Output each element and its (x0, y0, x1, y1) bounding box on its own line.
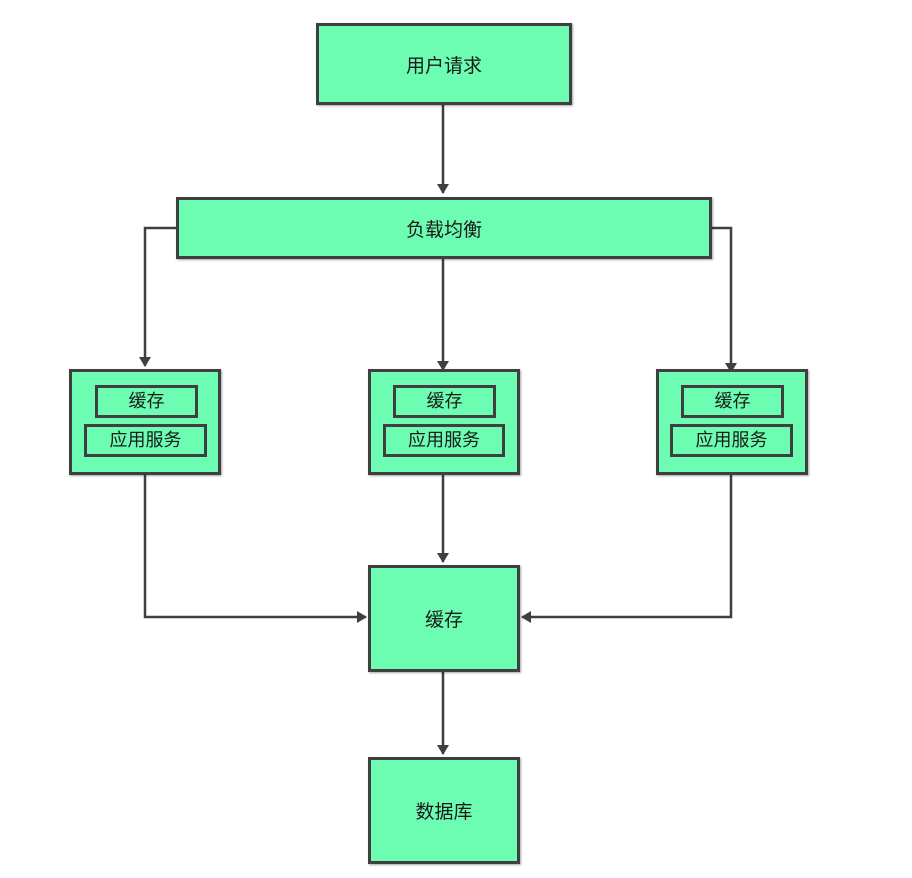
server-app-label: 应用服务 (408, 429, 480, 451)
arrow-server-left-to-cache (143, 475, 367, 623)
server-app-label: 应用服务 (695, 429, 768, 451)
arrow-balancer-to-server-left (139, 226, 176, 367)
server-app-box: 应用服务 (383, 424, 505, 457)
server-cache-label: 缓存 (714, 390, 751, 412)
load-balancer-node: 负载均衡 (176, 197, 712, 259)
server-app-box: 应用服务 (670, 424, 793, 457)
database-label: 数据库 (415, 801, 473, 823)
server-node-right: 缓存 应用服务 (656, 369, 808, 475)
server-cache-label: 缓存 (426, 390, 463, 412)
user-request-node: 用户请求 (316, 23, 572, 105)
arrow-balancer-to-server-right (711, 226, 737, 373)
server-app-label: 应用服务 (109, 429, 182, 451)
server-cache-box: 缓存 (95, 385, 198, 418)
server-cache-box: 缓存 (393, 385, 496, 418)
database-node: 数据库 (368, 757, 520, 864)
server-app-box: 应用服务 (84, 424, 207, 457)
server-cache-box: 缓存 (681, 385, 784, 418)
server-node-middle: 缓存 应用服务 (368, 369, 520, 475)
server-cache-label: 缓存 (128, 390, 165, 412)
server-node-left: 缓存 应用服务 (69, 369, 221, 475)
shared-cache-label: 缓存 (424, 609, 463, 631)
load-balancer-label: 负载均衡 (405, 218, 482, 241)
user-request-label: 用户请求 (405, 54, 482, 77)
shared-cache-node: 缓存 (368, 565, 520, 672)
arrow-server-right-to-cache (521, 475, 733, 623)
